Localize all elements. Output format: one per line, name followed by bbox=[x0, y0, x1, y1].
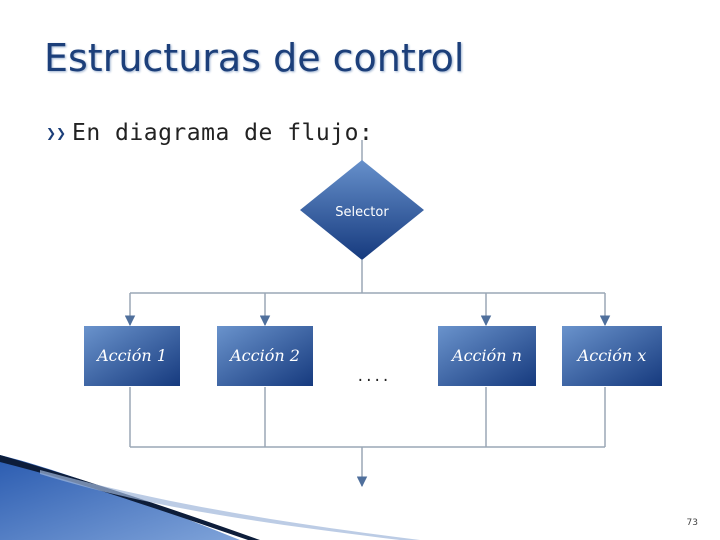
slide-title: Estructuras de control bbox=[44, 36, 465, 80]
page-number: 73 bbox=[686, 518, 698, 528]
bullet-item: ❯❯ En diagrama de flujo: bbox=[46, 120, 373, 146]
action-box-2: Acción 2 bbox=[217, 326, 313, 386]
selector-label: Selector bbox=[335, 205, 389, 220]
selector-diamond bbox=[300, 160, 424, 260]
bullet-text: En diagrama de flujo: bbox=[72, 120, 374, 146]
action-box-1: Acción 1 bbox=[84, 326, 180, 386]
action-label: Acción 1 bbox=[95, 346, 167, 365]
action-label: Acción 2 bbox=[228, 346, 300, 365]
corner-decoration bbox=[0, 455, 420, 540]
action-box-x: Acción x bbox=[562, 326, 662, 386]
action-box-n: Acción n bbox=[438, 326, 536, 386]
ellipsis-label: .... bbox=[356, 369, 390, 385]
connectors bbox=[124, 140, 611, 488]
chevron-bullet-icon: ❯❯ bbox=[46, 126, 67, 140]
action-label: Acción n bbox=[450, 346, 522, 365]
action-label: Acción x bbox=[576, 346, 647, 365]
